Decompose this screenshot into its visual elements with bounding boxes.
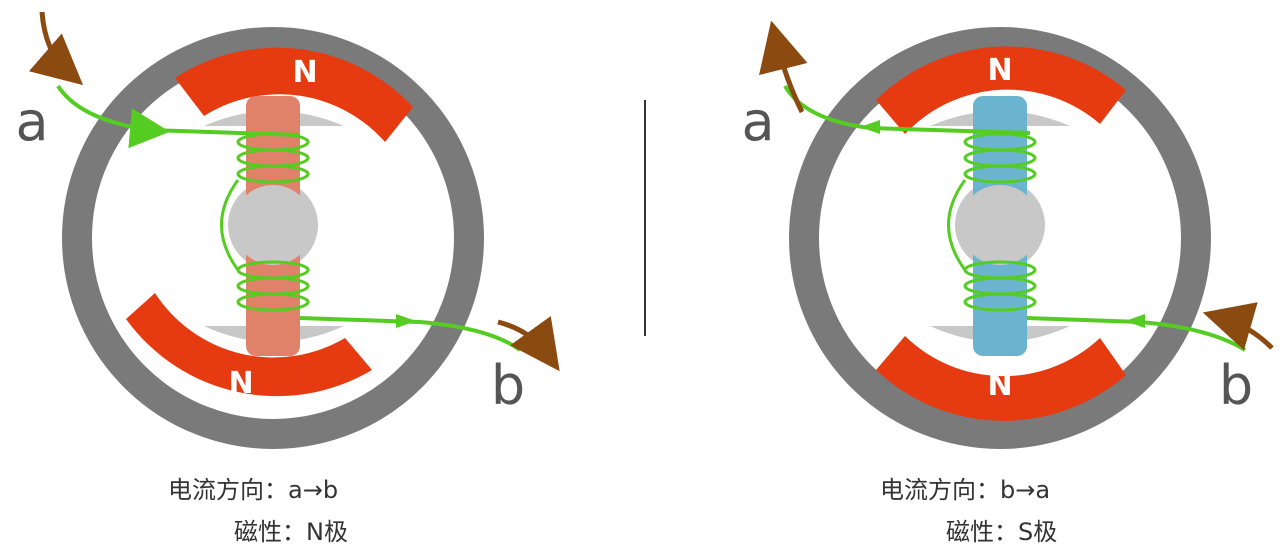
current-value: b→a [1000,476,1051,504]
left-magnet-caption: 磁性：N极 [234,512,348,547]
stator-ring [62,27,484,449]
current-in-arrow [1202,302,1274,351]
bottom-pole-label: N [228,366,253,401]
right-current-caption: 电流方向：b→a [880,470,1050,505]
coil-link-wire [947,179,967,271]
wire-a-arrow [860,120,880,134]
wire-b-arrow [1125,314,1145,328]
wire-a-arrow [140,124,160,138]
bottom-magnet [126,293,372,397]
right-motor: N N a b [741,20,1274,449]
top-magnet [175,47,413,142]
wire-b-arrow [396,314,416,328]
rotor-hub-center [960,185,1040,265]
terminal-a-label: a [741,90,774,153]
current-in-arrow [28,11,84,86]
magnet-label: 磁性： [234,518,306,546]
right-magnet-caption: 磁性：S极 [946,512,1057,547]
bottom-pole-label: N [987,368,1012,403]
bottom-magnet [876,336,1126,421]
stator-ring [789,27,1211,449]
current-label: 电流方向： [168,476,288,504]
top-pole-label: N [292,55,317,90]
current-out-arrow [497,316,560,372]
terminal-a-label: a [15,90,48,153]
rotor-hub-center [233,185,313,265]
coil-link-wire [220,179,240,271]
top-magnet [876,46,1126,135]
left-motor: N N a b [15,11,560,449]
current-label: 电流方向： [880,476,1000,504]
current-out-arrow [759,20,808,114]
top-pole-label: N [987,53,1012,88]
current-value: a→b [288,476,339,504]
magnet-label: 磁性： [946,518,1018,546]
magnet-value: N极 [306,518,348,546]
terminal-b-label: b [491,354,525,417]
magnet-value: S极 [1018,518,1058,546]
terminal-b-label: b [1219,354,1253,417]
left-current-caption: 电流方向：a→b [168,470,338,505]
